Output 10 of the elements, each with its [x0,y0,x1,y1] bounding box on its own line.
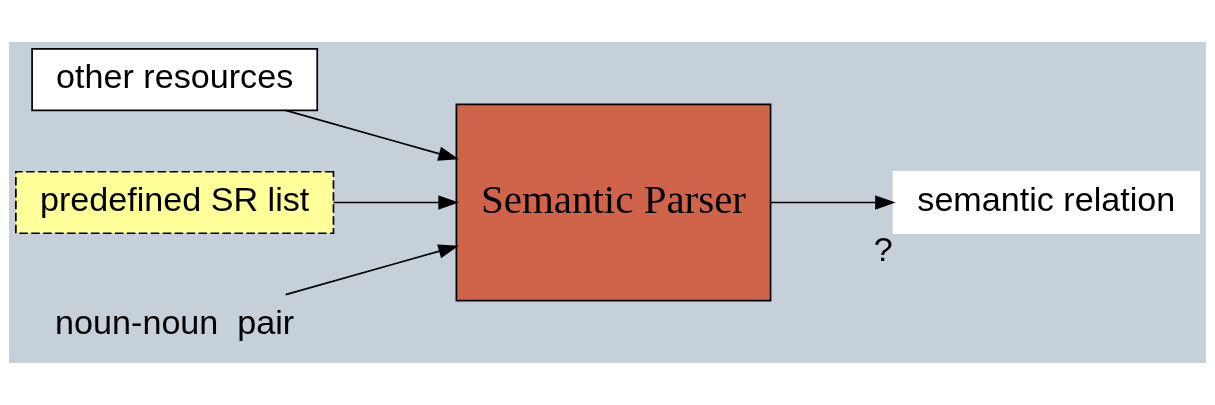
node-label: ? [873,229,893,268]
node-box: Semantic Parser [455,103,772,302]
arrow [332,195,459,210]
node-box: predefined SR list [15,170,335,235]
arrow [769,195,896,210]
node-box: semantic relation [892,170,1200,235]
arrow [284,244,459,296]
node-box: other resources [31,47,319,112]
arrow [284,109,459,161]
node-text: noun-noun pair [55,302,295,341]
